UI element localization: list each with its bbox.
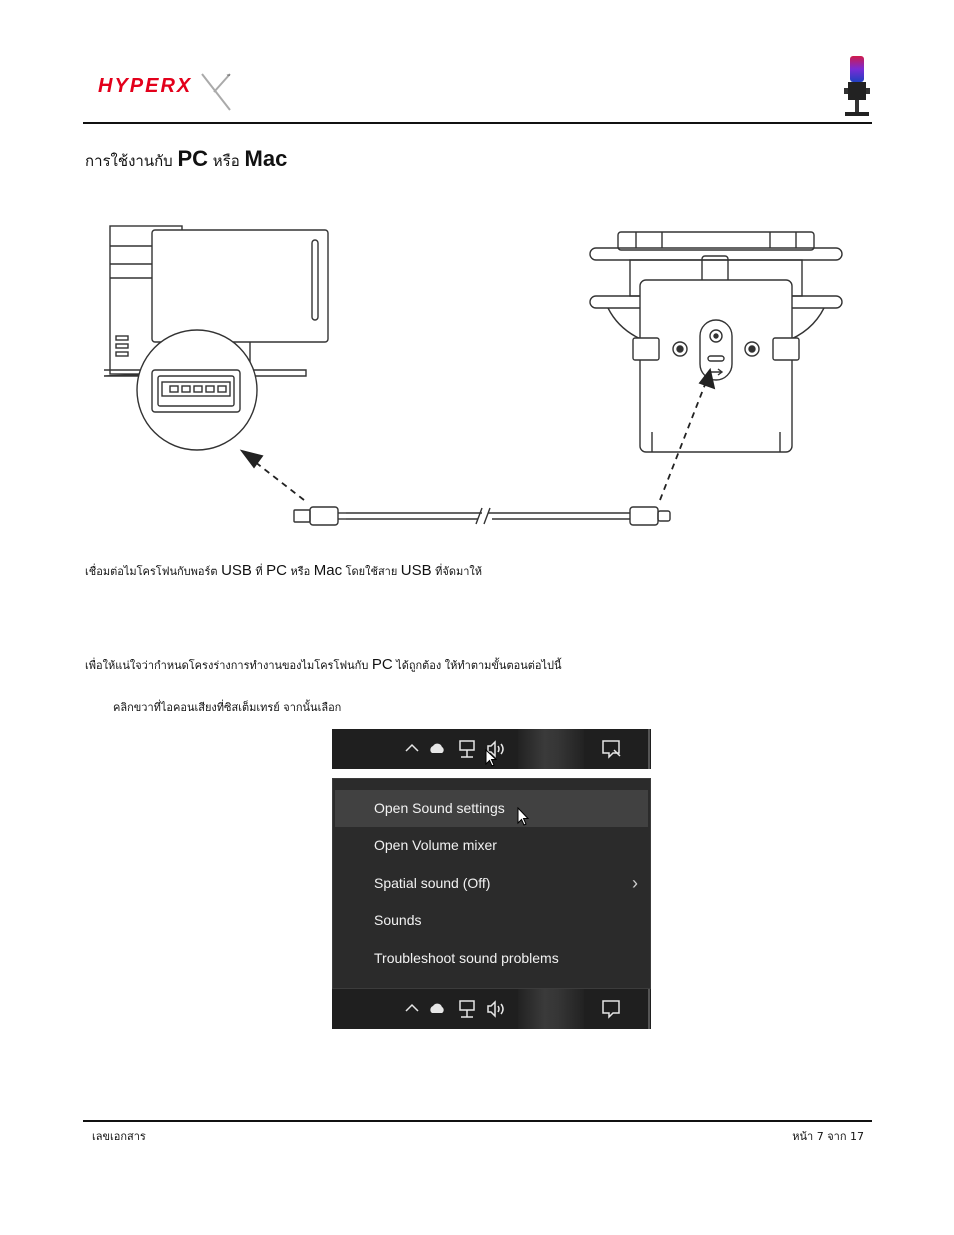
p1-usb-1: USB	[221, 562, 252, 579]
header-rule	[83, 122, 872, 124]
p1-text-5: ที่จัดมาให้	[435, 565, 483, 578]
taskbar-divider	[648, 729, 650, 769]
logo-tm: ™	[226, 74, 231, 80]
footer-rule	[83, 1120, 872, 1122]
logo-text: HYPERX	[98, 75, 192, 97]
menu-item-label: Open Sound settings	[374, 800, 505, 816]
menu-item-spatial-sound[interactable]: Spatial sound (Off) ›	[335, 865, 648, 902]
chevron-up-icon[interactable]	[405, 1003, 419, 1012]
p1-text-2: ที่	[255, 565, 263, 578]
microphone-product-icon	[840, 52, 874, 120]
footer-document-number: เลขเอกสาร	[92, 1130, 146, 1143]
network-icon[interactable]	[459, 740, 475, 758]
action-center-icon[interactable]	[600, 738, 622, 760]
p1-mac: Mac	[313, 562, 343, 579]
menu-item-label: Sounds	[374, 912, 422, 928]
cloud-icon[interactable]	[430, 743, 444, 753]
windows-sound-menu-screenshot: Open Sound settings Open Volume mixer Sp…	[332, 729, 651, 1029]
p1-text-3: หรือ	[290, 565, 311, 578]
p2-pc: PC	[371, 656, 393, 673]
computer-illustration	[103, 225, 329, 451]
usb-cable-illustration	[293, 506, 671, 526]
cloud-icon[interactable]	[430, 1003, 444, 1013]
title-or: หรือ	[212, 152, 240, 170]
menu-item-label: Open Volume mixer	[374, 837, 497, 853]
connection-arrows	[239, 367, 716, 501]
p2-text-1: เพื่อให้แน่ใจว่ากำหนดโครงร่างการทำงานของ…	[85, 659, 369, 672]
taskbar-bottom	[332, 989, 651, 1029]
step-1-text: คลิกขวาที่ไอคอนเสียงที่ซิสเต็มเทรย์ จากน…	[113, 701, 342, 714]
network-icon[interactable]	[459, 1000, 475, 1018]
chevron-right-icon: ›	[632, 873, 638, 893]
taskbar-clock-blur	[518, 729, 584, 769]
title-mac: Mac	[244, 146, 288, 171]
menu-item-troubleshoot[interactable]: Troubleshoot sound problems	[335, 940, 648, 977]
mouse-cursor-icon	[517, 807, 530, 826]
hyperx-logo: HYPERX ™	[98, 70, 238, 112]
p2-text-2: ได้ถูกต้อง ให้ทำตามขั้นตอนต่อไปนี้	[396, 659, 562, 672]
microphone-illustration	[589, 231, 843, 453]
p1-text-1: เชื่อมต่อไมโครโฟนกับพอร์ต	[85, 565, 218, 578]
menu-item-label: Troubleshoot sound problems	[374, 950, 559, 966]
menu-item-open-sound-settings[interactable]: Open Sound settings	[335, 790, 648, 827]
taskbar-divider	[648, 989, 650, 1029]
p1-text-4: โดยใช้สาย	[345, 565, 398, 578]
section-title: การใช้งานกับ PC หรือ Mac	[85, 146, 287, 173]
paragraph-connect: เชื่อมต่อไมโครโฟนกับพอร์ต USB ที่ PC หรื…	[85, 562, 482, 580]
sound-context-menu: Open Sound settings Open Volume mixer Sp…	[332, 778, 651, 989]
menu-item-label: Spatial sound (Off)	[374, 875, 491, 891]
chevron-up-icon[interactable]	[405, 743, 419, 752]
p1-pc: PC	[266, 562, 288, 579]
paragraph-configure: เพื่อให้แน่ใจว่ากำหนดโครงร่างการทำงานของ…	[85, 656, 562, 674]
speaker-icon[interactable]	[487, 1000, 504, 1018]
footer-page-number: หน้า 7 จาก 17	[792, 1130, 864, 1143]
menu-item-sounds[interactable]: Sounds	[335, 902, 648, 939]
p1-usb-2: USB	[400, 562, 432, 579]
title-pc: PC	[177, 146, 209, 171]
connection-diagram	[100, 220, 860, 545]
title-prefix: การใช้งานกับ	[85, 152, 173, 170]
taskbar-top	[332, 729, 651, 769]
menu-item-open-volume-mixer[interactable]: Open Volume mixer	[335, 827, 648, 864]
taskbar-clock-blur	[518, 989, 584, 1029]
action-center-icon[interactable]	[600, 998, 622, 1020]
mouse-cursor-icon	[485, 749, 498, 767]
